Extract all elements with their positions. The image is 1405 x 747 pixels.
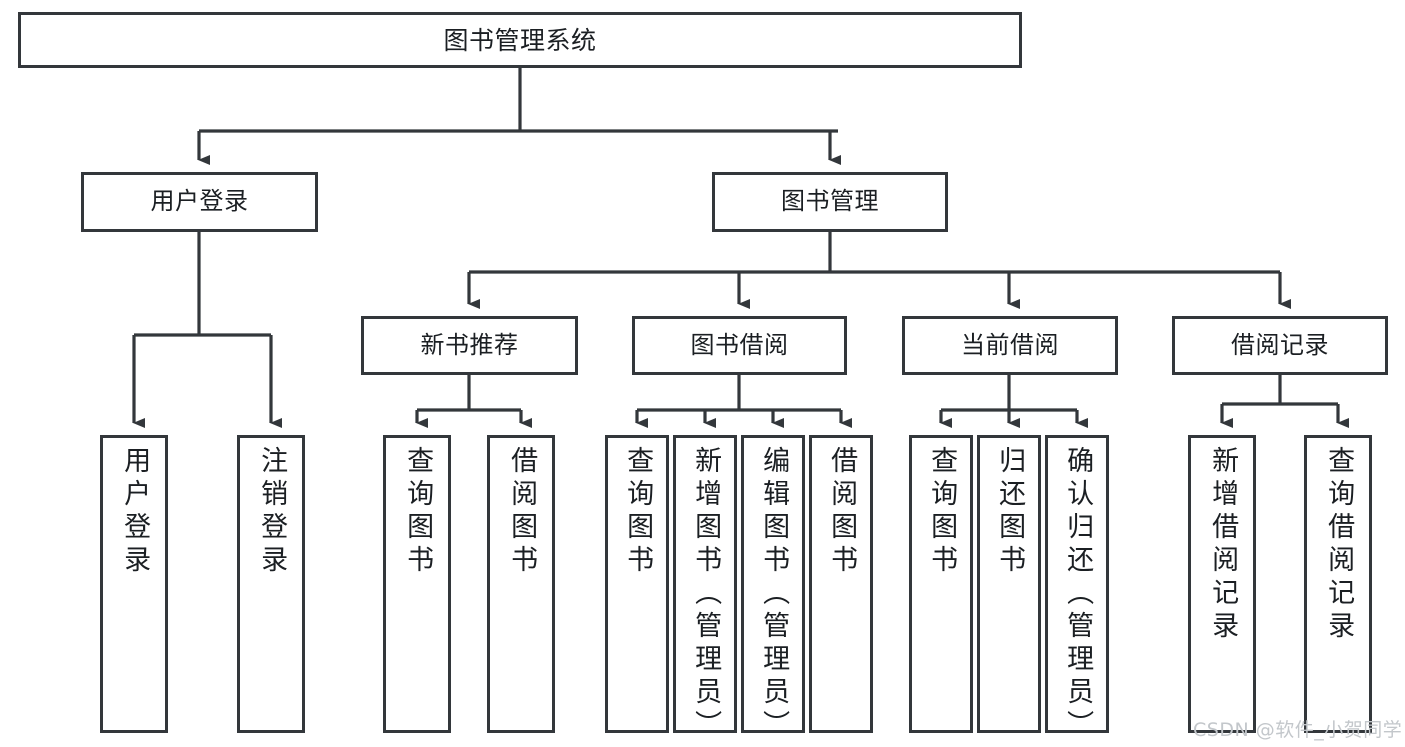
- leaf-book-borrow-edit[interactable]: 编辑图书（管理员）: [741, 435, 805, 743]
- leaf-current-borrow-confirm-label: 确认归还（管理员）: [1062, 446, 1094, 743]
- leaf-user-login-login[interactable]: 用户登录: [100, 435, 168, 733]
- leaf-new-book-query[interactable]: 查询图书: [383, 435, 451, 733]
- leaf-current-borrow-confirm[interactable]: 确认归还（管理员）: [1045, 435, 1109, 743]
- node-user-login[interactable]: 用户登录: [81, 172, 318, 232]
- leaf-borrow-record-add[interactable]: 新增借阅记录: [1188, 435, 1256, 733]
- leaf-new-book-query-label: 查询图书: [402, 446, 434, 578]
- leaf-current-borrow-query-label: 查询图书: [926, 446, 958, 578]
- leaf-book-borrow-add[interactable]: 新增图书（管理员）: [673, 435, 737, 743]
- leaf-book-borrow-query[interactable]: 查询图书: [605, 435, 669, 733]
- node-current-borrow[interactable]: 当前借阅: [902, 316, 1118, 375]
- node-book-manage-label: 图书管理: [781, 187, 879, 216]
- node-new-book-rec[interactable]: 新书推荐: [361, 316, 578, 375]
- leaf-new-book-borrow[interactable]: 借阅图书: [487, 435, 555, 733]
- leaf-book-borrow-add-label: 新增图书（管理员）: [690, 446, 722, 743]
- leaf-book-borrow-borrow-label: 借阅图书: [826, 446, 858, 578]
- leaf-book-borrow-query-label: 查询图书: [622, 446, 654, 578]
- node-root-system-label: 图书管理系统: [443, 25, 597, 55]
- leaf-book-borrow-edit-label: 编辑图书（管理员）: [758, 446, 790, 743]
- node-borrow-record[interactable]: 借阅记录: [1172, 316, 1388, 375]
- node-current-borrow-label: 当前借阅: [961, 330, 1059, 359]
- leaf-current-borrow-query[interactable]: 查询图书: [909, 435, 973, 733]
- node-user-login-label: 用户登录: [150, 187, 249, 216]
- leaf-new-book-borrow-label: 借阅图书: [506, 446, 538, 578]
- leaf-borrow-record-add-label: 新增借阅记录: [1207, 446, 1239, 644]
- node-borrow-record-label: 借阅记录: [1231, 330, 1329, 359]
- leaf-user-login-logout[interactable]: 注销登录: [237, 435, 305, 733]
- node-book-borrow[interactable]: 图书借阅: [632, 316, 847, 375]
- node-new-book-rec-label: 新书推荐: [420, 330, 519, 359]
- node-book-manage[interactable]: 图书管理: [712, 172, 948, 232]
- leaf-user-login-login-label: 用户登录: [119, 446, 151, 578]
- leaf-current-borrow-return[interactable]: 归还图书: [977, 435, 1041, 733]
- csdn-watermark: CSDN @软件_小贺同学: [1193, 719, 1403, 741]
- leaf-borrow-record-query[interactable]: 查询借阅记录: [1304, 435, 1372, 733]
- node-root-system[interactable]: 图书管理系统: [18, 12, 1022, 68]
- node-book-borrow-label: 图书借阅: [690, 330, 789, 359]
- leaf-user-login-logout-label: 注销登录: [256, 446, 288, 578]
- leaf-borrow-record-query-label: 查询借阅记录: [1323, 446, 1355, 644]
- leaf-current-borrow-return-label: 归还图书: [994, 446, 1026, 578]
- leaf-book-borrow-borrow[interactable]: 借阅图书: [809, 435, 873, 733]
